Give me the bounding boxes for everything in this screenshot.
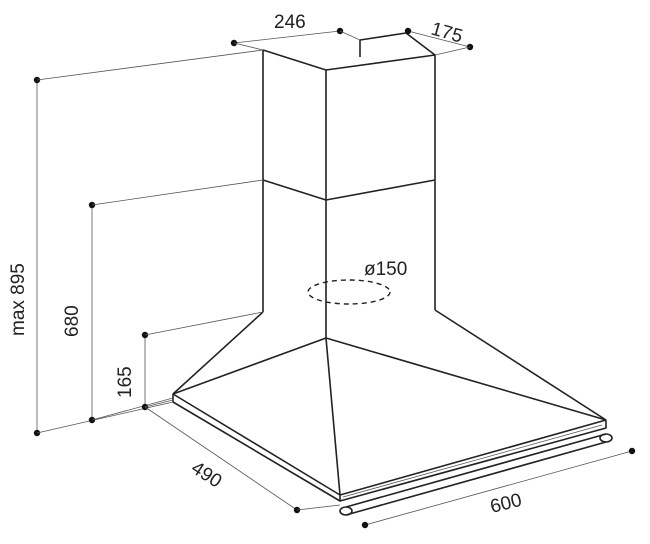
label-chimney-depth: 175: [429, 19, 465, 48]
label-chimney-width: 246: [274, 12, 306, 33]
label-max-height: max 895: [8, 263, 29, 336]
label-hood-height: 165: [115, 366, 136, 398]
label-hood-depth: 490: [187, 458, 225, 493]
dimension-labels: 246 175 max 895 680 165 490 600 ø150: [8, 12, 524, 518]
hood-outline: [172, 32, 613, 516]
label-chimney-height: 680: [62, 305, 83, 337]
label-hood-width: 600: [488, 490, 524, 518]
dimension-lines: [33, 27, 636, 529]
label-duct-diameter: ø150: [364, 259, 407, 280]
